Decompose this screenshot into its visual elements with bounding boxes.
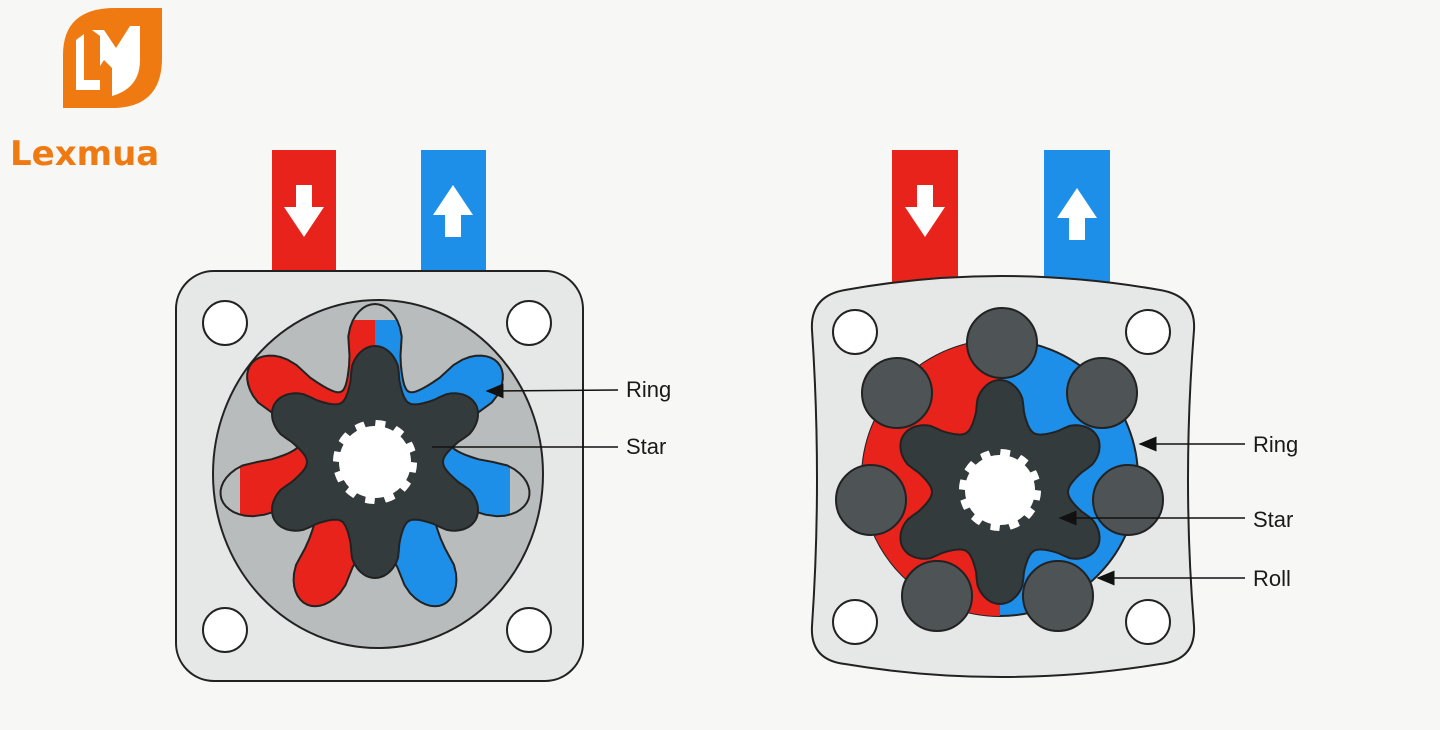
ring-pointer	[485, 383, 619, 399]
bolt-hole	[832, 309, 878, 355]
arrow-down-icon	[905, 185, 945, 237]
label-star: Star	[1253, 507, 1293, 532]
bolt-hole	[1125, 309, 1171, 355]
label-roll: Roll	[1253, 566, 1291, 591]
bolt-hole	[202, 607, 248, 653]
spline-bore	[959, 449, 1041, 531]
roller	[861, 357, 933, 429]
label-star: Star	[626, 434, 666, 459]
roller	[835, 464, 907, 536]
gerotor-diagram-right: Ring Star Roll	[810, 150, 1298, 678]
brand-logo: Lexmua	[10, 8, 162, 174]
arrow-up-icon	[1057, 188, 1097, 240]
roller	[1092, 464, 1164, 536]
arrow-up-icon	[433, 185, 473, 237]
arrow-down-icon	[284, 185, 324, 237]
bolt-hole	[506, 300, 552, 346]
label-ring: Ring	[1253, 432, 1298, 457]
label-ring: Ring	[626, 377, 671, 402]
bolt-hole	[202, 300, 248, 346]
roller	[1022, 560, 1094, 632]
bolt-hole	[506, 607, 552, 653]
spline-bore	[333, 420, 417, 504]
bolt-hole	[1125, 599, 1171, 645]
roller	[901, 560, 973, 632]
bolt-hole	[832, 599, 878, 645]
brand-name: Lexmua	[10, 134, 159, 174]
roller	[966, 307, 1038, 379]
roller	[1066, 357, 1138, 429]
gerotor-diagram-left: Ring Star	[175, 150, 671, 682]
